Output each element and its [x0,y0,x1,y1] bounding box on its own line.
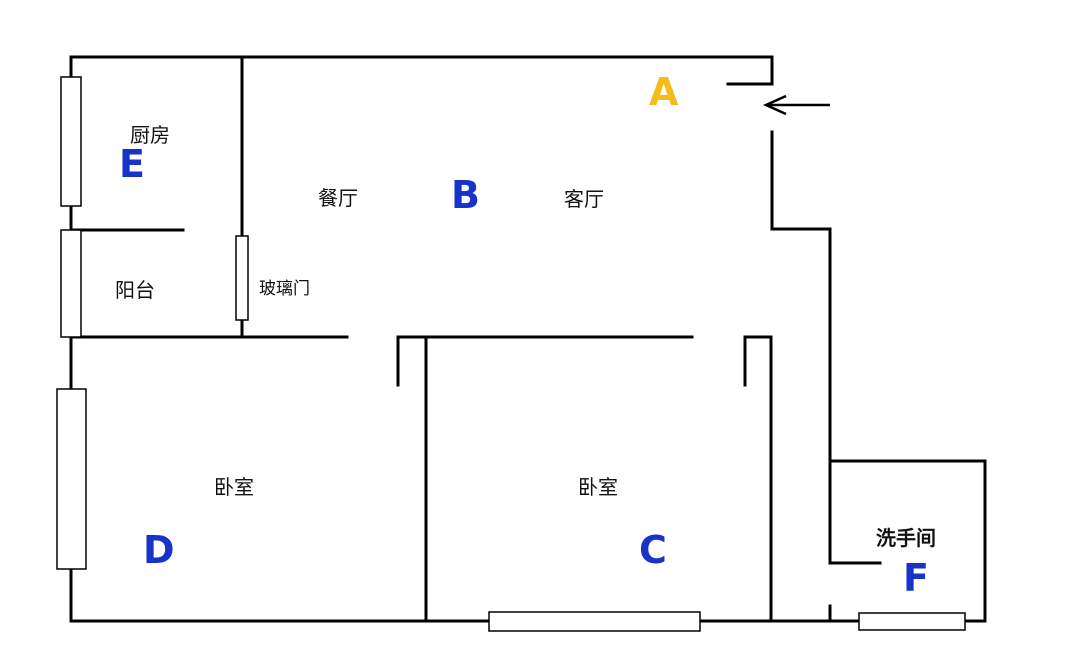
label-bedroom-right: 卧室 [578,475,618,499]
window-bedroom-right [488,611,701,632]
marker-a: A [649,70,679,114]
marker-d: D [143,528,175,572]
window-washroom [858,612,966,631]
wall-right-upper [770,130,882,565]
arrow-left-icon-head [762,94,787,116]
entrance-arrow-icon [762,94,830,116]
zone-markers: A B C D E F [119,70,929,600]
glass-door-panel [235,235,249,321]
label-dining: 餐厅 [318,186,358,210]
walls [69,55,987,623]
label-living: 客厅 [564,187,604,211]
label-washroom: 洗手间 [876,526,936,550]
windows [56,76,966,632]
label-kitchen: 厨房 [130,123,170,147]
room-labels: 厨房 阳台 玻璃门 餐厅 客厅 卧室 卧室 洗手间 [115,123,936,550]
marker-b: B [451,173,480,217]
label-balcony: 阳台 [115,278,155,302]
marker-e: E [119,142,145,186]
label-glass-door: 玻璃门 [259,279,310,299]
label-bedroom-left: 卧室 [214,475,254,499]
wall-washroom [828,459,987,623]
wall-top [69,55,774,86]
wall-bedroom-left-door-jamb [396,335,694,387]
wall-bedroom-right-door-jamb [743,335,773,623]
marker-f: F [903,556,929,600]
window-kitchen [60,76,82,207]
window-bedroom-left [56,388,87,570]
marker-c: C [639,528,667,572]
window-balcony [60,229,82,338]
